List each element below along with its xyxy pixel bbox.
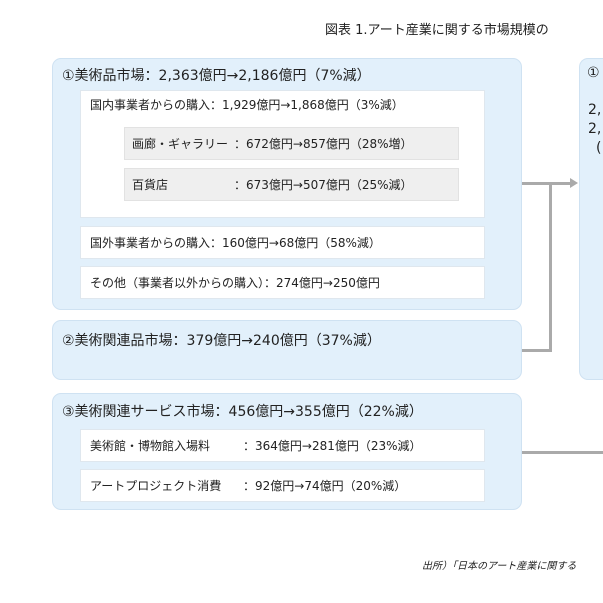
project-value: ：92億円→74億円（20%減） xyxy=(243,479,407,493)
overseas-text: 国外事業者からの購入：160億円→68億円（58%減） xyxy=(90,236,381,250)
arrow-head-icon xyxy=(570,178,578,188)
other-box xyxy=(80,266,485,299)
project-label: アートプロジェクト消費 xyxy=(90,479,222,493)
domestic-text: 国内事業者からの購入：1,929億円→1,868億円（3%減） xyxy=(90,98,404,112)
gallery-label: 画廊・ギャラリー xyxy=(132,137,229,151)
connector-line xyxy=(549,182,552,352)
summary-line: ① xyxy=(587,65,600,81)
market3-title: ③美術関連サービス市場：456億円→355億円（22%減） xyxy=(62,404,423,420)
connector-line xyxy=(522,451,603,454)
museum-value: ：364億円→281億円（23%減） xyxy=(243,439,422,453)
summary-line: 2, xyxy=(588,121,602,137)
dept-box xyxy=(124,168,459,201)
market2-box xyxy=(52,320,522,380)
museum-label: 美術館・博物館入場料 xyxy=(90,439,211,453)
market1-title: ①美術品市場：2,363億円→2,186億円（7%減） xyxy=(62,68,371,84)
other-text: その他（事業者以外からの購入）：274億円→250億円 xyxy=(90,276,380,290)
museum-box xyxy=(80,429,485,462)
summary-line: ( xyxy=(596,140,602,156)
overseas-box xyxy=(80,226,485,259)
dept-label: 百貨店 xyxy=(132,178,169,192)
project-box xyxy=(80,469,485,502)
summary-box xyxy=(579,58,603,380)
source-note: 出所）「日本のアート産業に関する xyxy=(422,561,577,572)
summary-line: 2, xyxy=(588,102,602,118)
dept-value: ：673億円→507億円（25%減） xyxy=(234,178,413,192)
market2-title: ②美術関連品市場：379億円→240億円（37%減） xyxy=(62,333,381,349)
figure-title: 図表 1.アート産業に関する市場規模の xyxy=(325,23,549,38)
gallery-value: ：672億円→857億円（28%増） xyxy=(234,137,413,151)
connector-line xyxy=(522,349,552,352)
gallery-box xyxy=(124,127,459,160)
connector-line xyxy=(522,182,572,185)
